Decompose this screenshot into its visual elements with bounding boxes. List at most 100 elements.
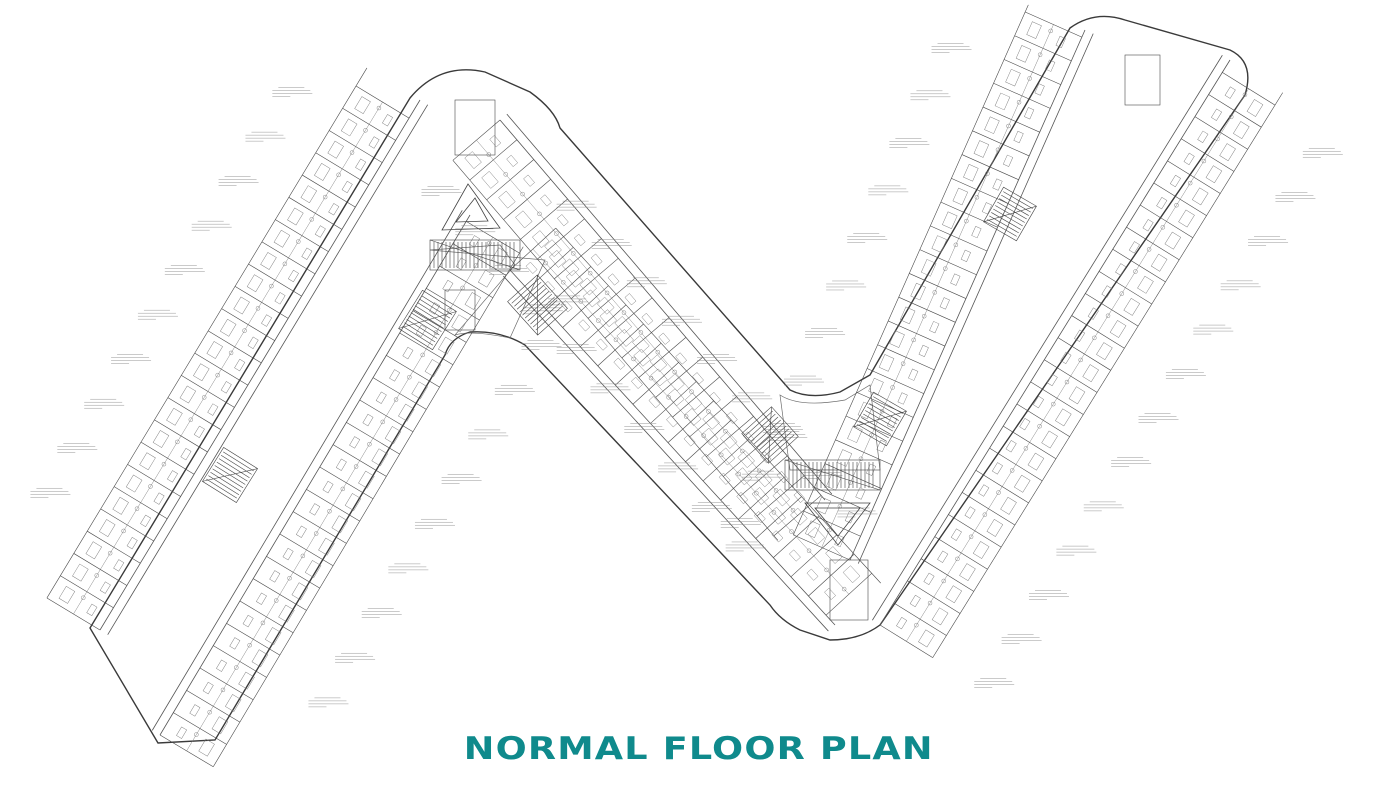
sofa-furniture [261, 314, 273, 327]
sofa-furniture [1169, 174, 1181, 188]
unit-partition [562, 285, 609, 328]
unit-area-note [57, 443, 98, 453]
bed-furniture [910, 282, 926, 301]
unit-area-note [137, 309, 178, 320]
room-wall [1166, 199, 1181, 222]
bed-furniture [945, 585, 963, 604]
unit-area-note [847, 233, 888, 243]
table-furniture [336, 172, 341, 178]
table-furniture [1006, 123, 1011, 129]
triangular-atria [441, 183, 871, 546]
table-furniture [447, 308, 452, 313]
unit-area-note [191, 220, 232, 231]
unit-partition [186, 690, 241, 723]
bed-furniture [99, 519, 116, 537]
table-furniture [561, 280, 566, 285]
sofa-furniture [573, 233, 586, 247]
unit-partition [930, 225, 988, 252]
table-furniture [631, 356, 636, 362]
table-furniture [621, 310, 627, 315]
table-furniture [789, 529, 794, 534]
room-wall [399, 371, 414, 394]
sofa-furniture [202, 681, 214, 695]
room-wall [708, 440, 727, 461]
sofa-furniture [855, 487, 866, 500]
table-furniture [175, 439, 180, 445]
room-wall [342, 146, 356, 169]
sofa-furniture [525, 261, 538, 274]
sofa-furniture [692, 372, 704, 385]
room-wall [1029, 420, 1044, 443]
room-wall [1084, 331, 1099, 355]
unit-partition [587, 277, 636, 319]
sofa-furniture [234, 358, 246, 372]
bed-furniture [684, 408, 702, 426]
unit-area-note [974, 678, 1015, 688]
room-wall [526, 199, 545, 220]
stair-core [741, 406, 799, 464]
sofa-furniture [648, 396, 661, 409]
sofa-furniture [658, 332, 671, 345]
unit-partition [638, 337, 687, 378]
unit-area-note [164, 265, 205, 275]
room-wall [645, 337, 663, 358]
bed-furniture [318, 537, 335, 556]
bed-furniture [354, 96, 371, 115]
table-furniture [964, 218, 969, 224]
bed-furniture [1082, 364, 1099, 383]
table-furniture [1092, 335, 1097, 341]
unit-area-note [658, 462, 699, 473]
unit-area-note [626, 277, 667, 288]
unit-area-note [414, 519, 455, 529]
room-wall [655, 383, 674, 403]
table-furniture [1133, 269, 1138, 274]
table-furniture [94, 573, 99, 578]
table-furniture [287, 576, 292, 581]
table-furniture [596, 318, 601, 323]
unit-area-note [1302, 148, 1343, 158]
unit-area-note [826, 280, 867, 291]
unit-partition [1071, 315, 1125, 349]
table-furniture [578, 299, 584, 304]
sofa-furniture [725, 411, 738, 424]
bed-furniture [1164, 231, 1182, 250]
table-furniture [433, 330, 439, 335]
table-furniture [771, 510, 777, 515]
table-furniture [1009, 468, 1015, 473]
courtyard-left [429, 244, 546, 339]
facade-line [932, 92, 1283, 658]
room-wall [194, 391, 209, 414]
room-wall [947, 552, 962, 576]
table-furniture [1215, 136, 1220, 142]
unit-partition [773, 495, 822, 536]
bed-furniture [287, 207, 304, 226]
bed-furniture [815, 496, 832, 515]
table-furniture [349, 150, 355, 155]
unit-area-note [1275, 192, 1316, 202]
facade-line [452, 160, 779, 541]
room-wall [1207, 132, 1222, 156]
room-wall [974, 508, 989, 531]
bed-furniture [424, 359, 442, 377]
sofa-furniture [950, 528, 962, 541]
bed-furniture [344, 493, 362, 511]
room-wall [979, 167, 991, 192]
sofa-furniture [1045, 59, 1056, 72]
corridor-line [503, 275, 829, 632]
room-wall [412, 348, 427, 372]
sofa-furniture [918, 344, 929, 358]
bed-furniture [667, 388, 685, 407]
room-wall [628, 317, 646, 338]
sofa-furniture [189, 704, 201, 717]
table-furniture [1037, 52, 1043, 57]
bed-furniture [246, 274, 264, 293]
room-wall [926, 285, 938, 310]
bed-furniture [920, 259, 937, 277]
bed-furniture [477, 269, 495, 288]
sofa-furniture [1211, 108, 1223, 121]
table-furniture [932, 290, 937, 295]
table-furniture [648, 375, 654, 381]
table-furniture [520, 191, 525, 197]
bed-furniture [650, 368, 668, 387]
